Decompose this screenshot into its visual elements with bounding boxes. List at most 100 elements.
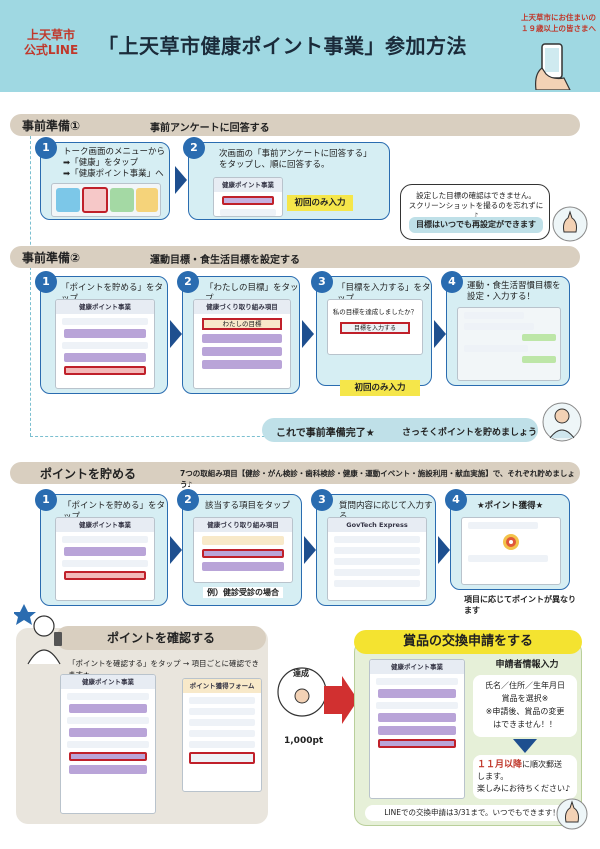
header-banner	[0, 0, 600, 92]
mock-button	[202, 562, 284, 571]
mock-line	[67, 693, 149, 700]
target-line2: １９歳以上の皆さまへ	[521, 24, 596, 33]
mock-line	[189, 719, 255, 726]
mock-line	[67, 741, 149, 748]
phone-screen-mock: 健康づくり取り組み項目	[193, 517, 293, 583]
arrow-right-icon	[438, 536, 450, 564]
chat-bubble	[468, 555, 548, 562]
mock-button	[64, 353, 146, 362]
step-number: 1	[35, 489, 57, 511]
mock-title: 健康づくり取り組み項目	[194, 518, 292, 532]
save-sub: 7つの取組み項目【健診・がん検診・歯科検診・健康・運動イベント・施設利用・献血実…	[180, 469, 575, 489]
step-text-line: ➡「健康」をタップ	[63, 158, 139, 168]
step-number: 4	[441, 271, 463, 293]
points-vary-note: 項目に応じてポイントが異なります	[464, 595, 576, 615]
info-title: 申請者情報入力	[495, 660, 559, 670]
step-number: 1	[35, 271, 57, 293]
step-text: 次画面の「事前アンケートに回答する」 をタップし、順に回答する。	[219, 149, 387, 171]
mock-button	[69, 728, 147, 737]
mock-title: 健康づくり取り組み項目	[194, 300, 290, 314]
mock-line	[189, 708, 255, 715]
exchange-label: 賞品の交換申請をする	[354, 630, 582, 654]
step-text-line: トーク画面のメニューから	[63, 147, 166, 157]
step-number: 2	[183, 137, 205, 159]
mock-title: 健康ポイント事業	[56, 518, 154, 532]
chat-bubble	[464, 323, 534, 330]
flow-dashed-line	[30, 136, 31, 436]
result-screen-mock	[461, 517, 561, 585]
phone-screen-mock: 健康ポイント事業	[55, 517, 155, 601]
mock-button	[202, 347, 282, 356]
prep2-label: 事前準備②	[22, 251, 81, 265]
arrow-right-icon	[302, 320, 314, 348]
chat-reply	[522, 356, 556, 363]
mock-line	[376, 702, 458, 709]
chat-screen-mock	[457, 307, 561, 381]
mock-line	[189, 697, 255, 704]
step-text-line: 設定・入力する！	[467, 292, 536, 302]
shipping-line-rest: に順次郵送	[522, 760, 563, 769]
confirm-section: ポイントを確認する 「ポイントを確認する」をタップ → 項目ごとに確認できます★…	[16, 626, 268, 824]
info-line: 氏名／住所／生年月日	[485, 681, 565, 690]
step-text-line: をタップし、順に回答する。	[219, 160, 330, 170]
first-only-badge: 初回のみ入力	[287, 195, 353, 211]
health-menu-tile[interactable]	[82, 187, 108, 213]
mock-button	[378, 689, 456, 698]
step-number: 1	[35, 137, 57, 159]
note-line: スクリーンショットを撮るのを忘れずに♪	[408, 201, 544, 220]
line-menu-mock	[51, 183, 161, 217]
shipping-line: します。	[477, 772, 509, 781]
ok-hand-icon	[556, 798, 588, 830]
my-goal-item[interactable]: わたしの目標	[202, 318, 282, 330]
mock-line	[62, 318, 148, 325]
arrow-right-icon	[170, 536, 182, 564]
step-number: 3	[311, 271, 333, 293]
person-with-phone-icon	[14, 604, 62, 665]
page-title: 「上天草市健康ポイント事業」参加方法	[98, 34, 467, 58]
step-number: 4	[445, 489, 467, 511]
save-step2-panel: 2 該当する項目をタップ 健康づくり取り組み項目 例）健診受診の場合	[177, 489, 302, 606]
shipping-month: １１月以降	[477, 760, 523, 770]
menu-tile	[56, 188, 80, 212]
chat-bubble	[468, 522, 538, 529]
shipping-box: １１月以降に順次郵送 します。 楽しみにお待ちください♪	[473, 755, 577, 799]
target-line1: 上天草市にお住まいの	[521, 13, 596, 22]
step-text: トーク画面のメニューから ➡「健康」をタップ ➡「健康ポイント事業」へ	[63, 147, 169, 180]
save-points-button[interactable]	[64, 366, 146, 375]
enter-goal-button[interactable]: 目標を入力する	[340, 322, 410, 334]
prep2-sub: 運動目標・食生活目標を設定する	[150, 255, 300, 266]
goal-note-text: 設定した目標の確認はできません。 スクリーンショットを撮るのを忘れずに♪	[407, 191, 545, 221]
save-points-button[interactable]	[64, 571, 146, 580]
mock-line	[334, 558, 420, 565]
example-label: 例）健診受診の場合	[203, 587, 283, 598]
menu-tile	[110, 188, 134, 212]
check-points-button[interactable]	[69, 752, 147, 761]
total-points-row	[189, 752, 255, 764]
step-text-line: ➡「健康ポイント事業」へ	[63, 169, 164, 179]
chat-reply	[522, 334, 556, 341]
logo-line1: 上天草市	[26, 28, 75, 42]
mock-line	[334, 547, 420, 554]
checkup-item[interactable]	[202, 549, 284, 558]
mock-button	[378, 713, 456, 722]
mock-title: 私の目標を達成しましたか？	[332, 308, 418, 316]
points-total: 1,000pt	[284, 736, 324, 746]
note-line: 設定した目標の確認はできません。	[416, 191, 536, 200]
mock-button	[202, 536, 284, 545]
exchange-button[interactable]	[378, 739, 456, 748]
survey-button[interactable]	[222, 196, 274, 205]
prep2-step1-panel: 1 「ポイントを貯める」をタップ 健康ポイント事業	[35, 271, 168, 394]
prep-complete-ribbon: これで事前準備完了★ さっそくポイントを貯めましょう	[262, 418, 538, 442]
arrow-right-icon	[170, 320, 182, 348]
step-text: 運動・食生活習慣目標を 設定・入力する！	[467, 281, 569, 303]
prep2-step2-panel: 2 「わたしの目標」をタップ 健康づくり取り組み項目 わたしの目標	[177, 271, 300, 394]
prep1-section-bar: 事前準備① 事前アンケートに回答する	[10, 114, 580, 136]
exchange-section: 健康ポイント事業 申請者情報入力 氏名／住所／生年月日 賞品を選択※ ※申請後、…	[354, 640, 582, 826]
prep1-label: 事前準備①	[22, 119, 81, 133]
mock-title: 健康ポイント事業	[370, 660, 464, 674]
step-text: 該当する項目をタップ	[205, 501, 291, 511]
mock-button	[202, 360, 282, 369]
save-step3-panel: 3 質問内容に応じて入力する GovTech Express	[311, 489, 436, 606]
menu-tile	[136, 188, 158, 212]
